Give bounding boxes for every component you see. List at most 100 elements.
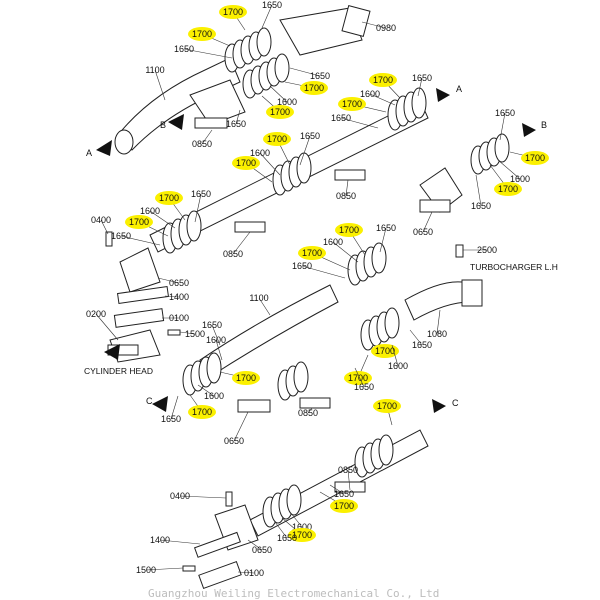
- leader-line: [170, 395, 179, 420]
- leader-line: [499, 112, 506, 141]
- part-number-1400: 1400: [150, 535, 170, 545]
- turbo-flange: [461, 279, 483, 307]
- part-number-1650: 1650: [334, 489, 354, 499]
- leader-line: [354, 367, 365, 388]
- leader-line: [361, 21, 387, 29]
- part-label-highlight: [344, 371, 372, 385]
- part-number-1700: 1700: [236, 373, 256, 383]
- leader-line: [157, 277, 180, 284]
- part-number-1650: 1650: [471, 201, 491, 211]
- leader-line: [233, 411, 249, 442]
- section-cylinder-head-assembly: [104, 231, 181, 363]
- part-label-highlight: [232, 156, 260, 170]
- part-number-1650: 1650: [354, 382, 374, 392]
- gasket-1400-top: [116, 286, 170, 304]
- leader-line: [475, 174, 482, 207]
- bellows-1700-d: [272, 152, 312, 196]
- leader-line: [215, 339, 223, 361]
- part-number-1650: 1650: [202, 320, 222, 330]
- part-number-1650: 1650: [161, 414, 181, 424]
- leader-line: [258, 297, 271, 316]
- plate-0100-top: [113, 308, 165, 328]
- direction-marker-c: C: [452, 398, 459, 408]
- part-number-1600: 1600: [204, 391, 224, 401]
- part-number-0100: 0100: [169, 313, 189, 323]
- leader-line: [237, 571, 255, 574]
- leader-line: [247, 539, 263, 551]
- leader-line: [159, 539, 201, 545]
- part-number-1650: 1650: [111, 231, 131, 241]
- part-label-highlight: [263, 132, 291, 146]
- part-number-1600: 1600: [323, 237, 343, 247]
- leader-line: [329, 484, 345, 495]
- part-number-1400: 1400: [169, 292, 189, 302]
- part-number-1700: 1700: [267, 134, 287, 144]
- part-number-0400: 0400: [170, 491, 190, 501]
- arrow-b-right: [522, 123, 536, 137]
- bellows-1700-k: [354, 434, 394, 478]
- part-number-1650: 1650: [300, 131, 320, 141]
- leader-line: [201, 129, 213, 145]
- part-number-1600: 1600: [388, 361, 408, 371]
- leader-line: [95, 313, 119, 341]
- bolt-2500: [455, 244, 464, 258]
- part-label-highlight: [155, 191, 183, 205]
- part-label-highlight: [288, 528, 316, 542]
- part-number-1500: 1500: [136, 565, 156, 575]
- part-label-highlight: [338, 97, 366, 111]
- section-lower-assembly: [152, 242, 483, 413]
- leader-line: [369, 93, 396, 106]
- bracket-0850-mid: [234, 221, 266, 233]
- part-number-0850: 0850: [336, 191, 356, 201]
- part-number-0850: 0850: [298, 408, 318, 418]
- flange-0980: [341, 4, 371, 38]
- part-label-highlight: [521, 151, 549, 165]
- gasket-1400-bottom: [193, 531, 241, 558]
- bellows-1700-c: [387, 87, 427, 131]
- part-number-1700: 1700: [192, 29, 212, 39]
- part-number-1700: 1700: [373, 75, 393, 85]
- part-number-1700: 1700: [339, 225, 359, 235]
- part-number-1100: 1100: [249, 293, 268, 303]
- part-number-1700: 1700: [342, 99, 362, 109]
- callout-cylinder-head: CYLINDER HEAD: [84, 366, 153, 376]
- part-number-1650: 1650: [292, 261, 312, 271]
- part-number-0850: 0850: [338, 465, 358, 475]
- leader-line: [183, 48, 233, 59]
- direction-marker-b: B: [541, 120, 547, 130]
- part-number-1650: 1650: [174, 44, 194, 54]
- bracket-0650-right: [419, 199, 451, 213]
- part-number-1700: 1700: [223, 7, 243, 17]
- leader-line: [436, 309, 441, 335]
- leader-line: [345, 179, 349, 197]
- leader-line: [307, 407, 313, 414]
- part-number-0100: 0100: [244, 568, 264, 578]
- part-number-0850: 0850: [223, 249, 243, 259]
- part-number-1080: 1080: [427, 329, 447, 339]
- leader-line: [340, 117, 379, 129]
- leader-line: [289, 67, 321, 77]
- bellows-1700-j: [277, 361, 309, 401]
- direction-marker-a: A: [456, 84, 462, 94]
- part-label-highlight: [232, 371, 260, 385]
- leader-line: [179, 495, 227, 499]
- leader-line: [301, 265, 346, 279]
- part-number-1650: 1650: [277, 533, 297, 543]
- part-number-1650: 1650: [331, 113, 351, 123]
- leader-line: [269, 85, 288, 103]
- elbow-0650-left: [119, 247, 161, 293]
- part-label-highlight: [494, 182, 522, 196]
- leader-line: [232, 231, 251, 255]
- part-label-highlight: [219, 5, 247, 19]
- arrow-b-left: [168, 114, 184, 130]
- part-number-1700: 1700: [348, 373, 368, 383]
- leader-line: [149, 210, 176, 229]
- part-number-0650: 0650: [169, 278, 189, 288]
- part-number-1700: 1700: [377, 401, 397, 411]
- direction-marker-a: A: [86, 148, 92, 158]
- part-label-highlight: [371, 344, 399, 358]
- leader-line: [274, 521, 288, 539]
- leader-line: [299, 135, 311, 166]
- section-bottom-assembly: [182, 399, 446, 590]
- leader-line: [145, 567, 184, 571]
